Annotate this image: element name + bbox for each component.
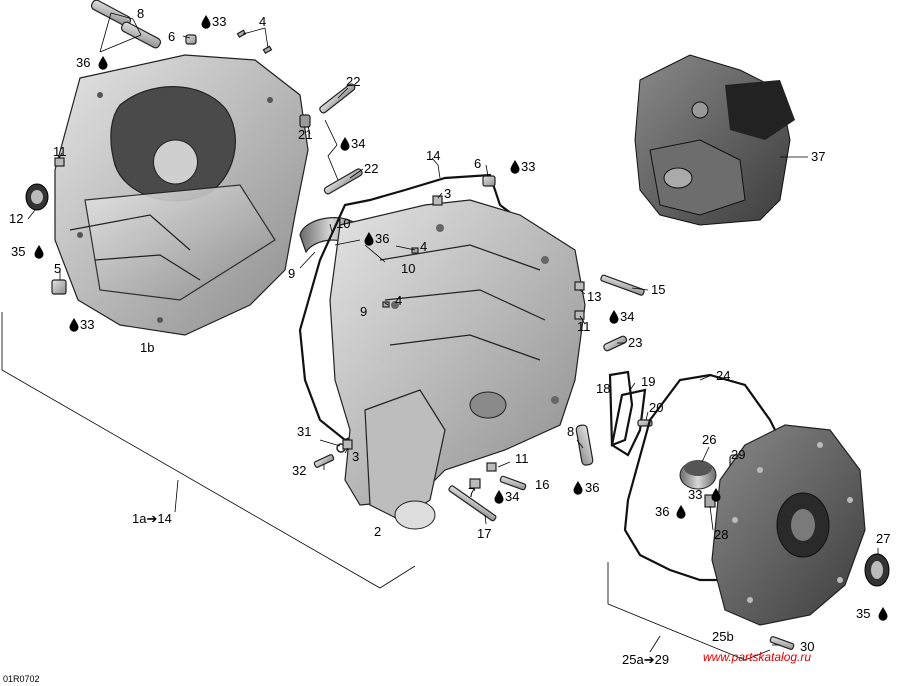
bolt-15: [600, 274, 645, 296]
callout-36d: 36: [585, 480, 599, 495]
callout-8a: 8: [137, 6, 144, 21]
callout-33a: 33: [212, 14, 226, 29]
callout-11b: 11: [577, 319, 591, 334]
callout-12: 12: [9, 211, 23, 226]
callout-22a: 22: [346, 74, 360, 89]
callout-1a-14: 1a➔14: [132, 511, 172, 526]
kit-bracket-lines: [1, 312, 771, 661]
callout-24: 24: [716, 368, 730, 383]
callout-34b: 34: [620, 309, 634, 324]
callout-4b: 4: [420, 239, 427, 254]
callout-34c: 34: [505, 489, 519, 504]
callout-15: 15: [651, 282, 665, 297]
callout-28: 28: [714, 527, 728, 542]
callout-11c: 11: [515, 451, 529, 466]
callout-36b: 36: [375, 231, 389, 246]
callout-25a-29: 25a➔29: [622, 652, 669, 667]
callout-32: 32: [292, 463, 306, 478]
bushing-11b: [574, 310, 585, 320]
callout-14: 14: [426, 148, 440, 163]
screw-32: [313, 454, 335, 468]
callout-4a: 4: [259, 14, 266, 29]
callout-13: 13: [587, 289, 601, 304]
figure-code: 01R0702: [3, 674, 40, 684]
pin-4b: [411, 247, 419, 254]
callout-1b: 1b: [140, 340, 154, 355]
callout-6b: 6: [474, 156, 481, 171]
seal-12: [25, 183, 49, 211]
callout-3b: 3: [352, 449, 359, 464]
pin-4c: [382, 301, 390, 308]
plug-6b: [482, 175, 496, 187]
gasket-18: [608, 370, 634, 447]
studs-21-22: [299, 83, 363, 195]
callout-17: 17: [477, 526, 491, 541]
bushing-13: [574, 281, 585, 291]
callout-36c: 36: [655, 504, 669, 519]
callout-29: 29: [731, 447, 745, 462]
callout-2: 2: [374, 524, 381, 539]
callout-25b: 25b: [712, 629, 734, 644]
engine-assembly-37: [634, 54, 795, 226]
bushing-26: [679, 460, 717, 490]
plug-7: [469, 478, 481, 489]
cover-25b: [711, 424, 866, 626]
crankcase-half-1b: [54, 54, 309, 336]
callout-9b: 9: [360, 304, 367, 319]
callout-35a: 35: [11, 244, 25, 259]
callout-33c: 33: [521, 159, 535, 174]
callout-22b: 22: [364, 161, 378, 176]
callout-33b: 33: [80, 317, 94, 332]
plug-6: [185, 34, 197, 45]
callout-9a: 9: [288, 266, 295, 281]
callout-20: 20: [649, 400, 663, 415]
pins-4: [236, 29, 273, 55]
callout-19: 19: [641, 374, 655, 389]
callout-labels: 8 6 33 4 36 22 21 34 22 11 12 35 5 33 1b…: [9, 6, 890, 667]
plug-5: [51, 279, 67, 295]
callout-31: 31: [297, 424, 311, 439]
pin-23: [603, 335, 628, 352]
callout-35b: 35: [856, 606, 870, 621]
callout-7: 7: [468, 485, 475, 500]
bolt-16: [499, 475, 527, 491]
dowel-pins-8: [90, 0, 162, 49]
callout-10b: 10: [401, 261, 415, 276]
callout-8b: 8: [567, 424, 574, 439]
callout-23: 23: [628, 335, 642, 350]
gasket-19: [610, 388, 647, 457]
callout-11a: 11: [53, 144, 67, 159]
callout-4c: 4: [395, 293, 402, 308]
crankcase-half-2: [329, 199, 586, 530]
callout-37: 37: [811, 149, 825, 164]
callout-27: 27: [876, 531, 890, 546]
dowel-3a: [432, 195, 443, 206]
leader-lines: [27, 12, 879, 646]
callout-26: 26: [702, 432, 716, 447]
seal-27: [864, 553, 890, 587]
callout-21: 21: [298, 127, 312, 142]
dowel-8b: [575, 424, 594, 466]
callout-6a: 6: [168, 29, 175, 44]
callout-36a: 36: [76, 55, 90, 70]
screw-30: [769, 636, 795, 650]
bushing-11a: [54, 157, 65, 167]
callout-16: 16: [535, 477, 549, 492]
bushing-11c: [486, 462, 497, 472]
dowel-3b: [342, 439, 353, 450]
callout-5: 5: [54, 261, 61, 276]
callout-10a: 10: [336, 216, 350, 231]
callout-33d: 33: [688, 487, 702, 502]
callout-34a: 34: [351, 136, 365, 151]
callout-3a: 3: [444, 186, 451, 201]
callout-30: 30: [800, 639, 814, 654]
watermark: www.partskatalog.ru: [703, 650, 811, 664]
callout-18: 18: [596, 381, 610, 396]
bolt-17: [448, 485, 497, 522]
